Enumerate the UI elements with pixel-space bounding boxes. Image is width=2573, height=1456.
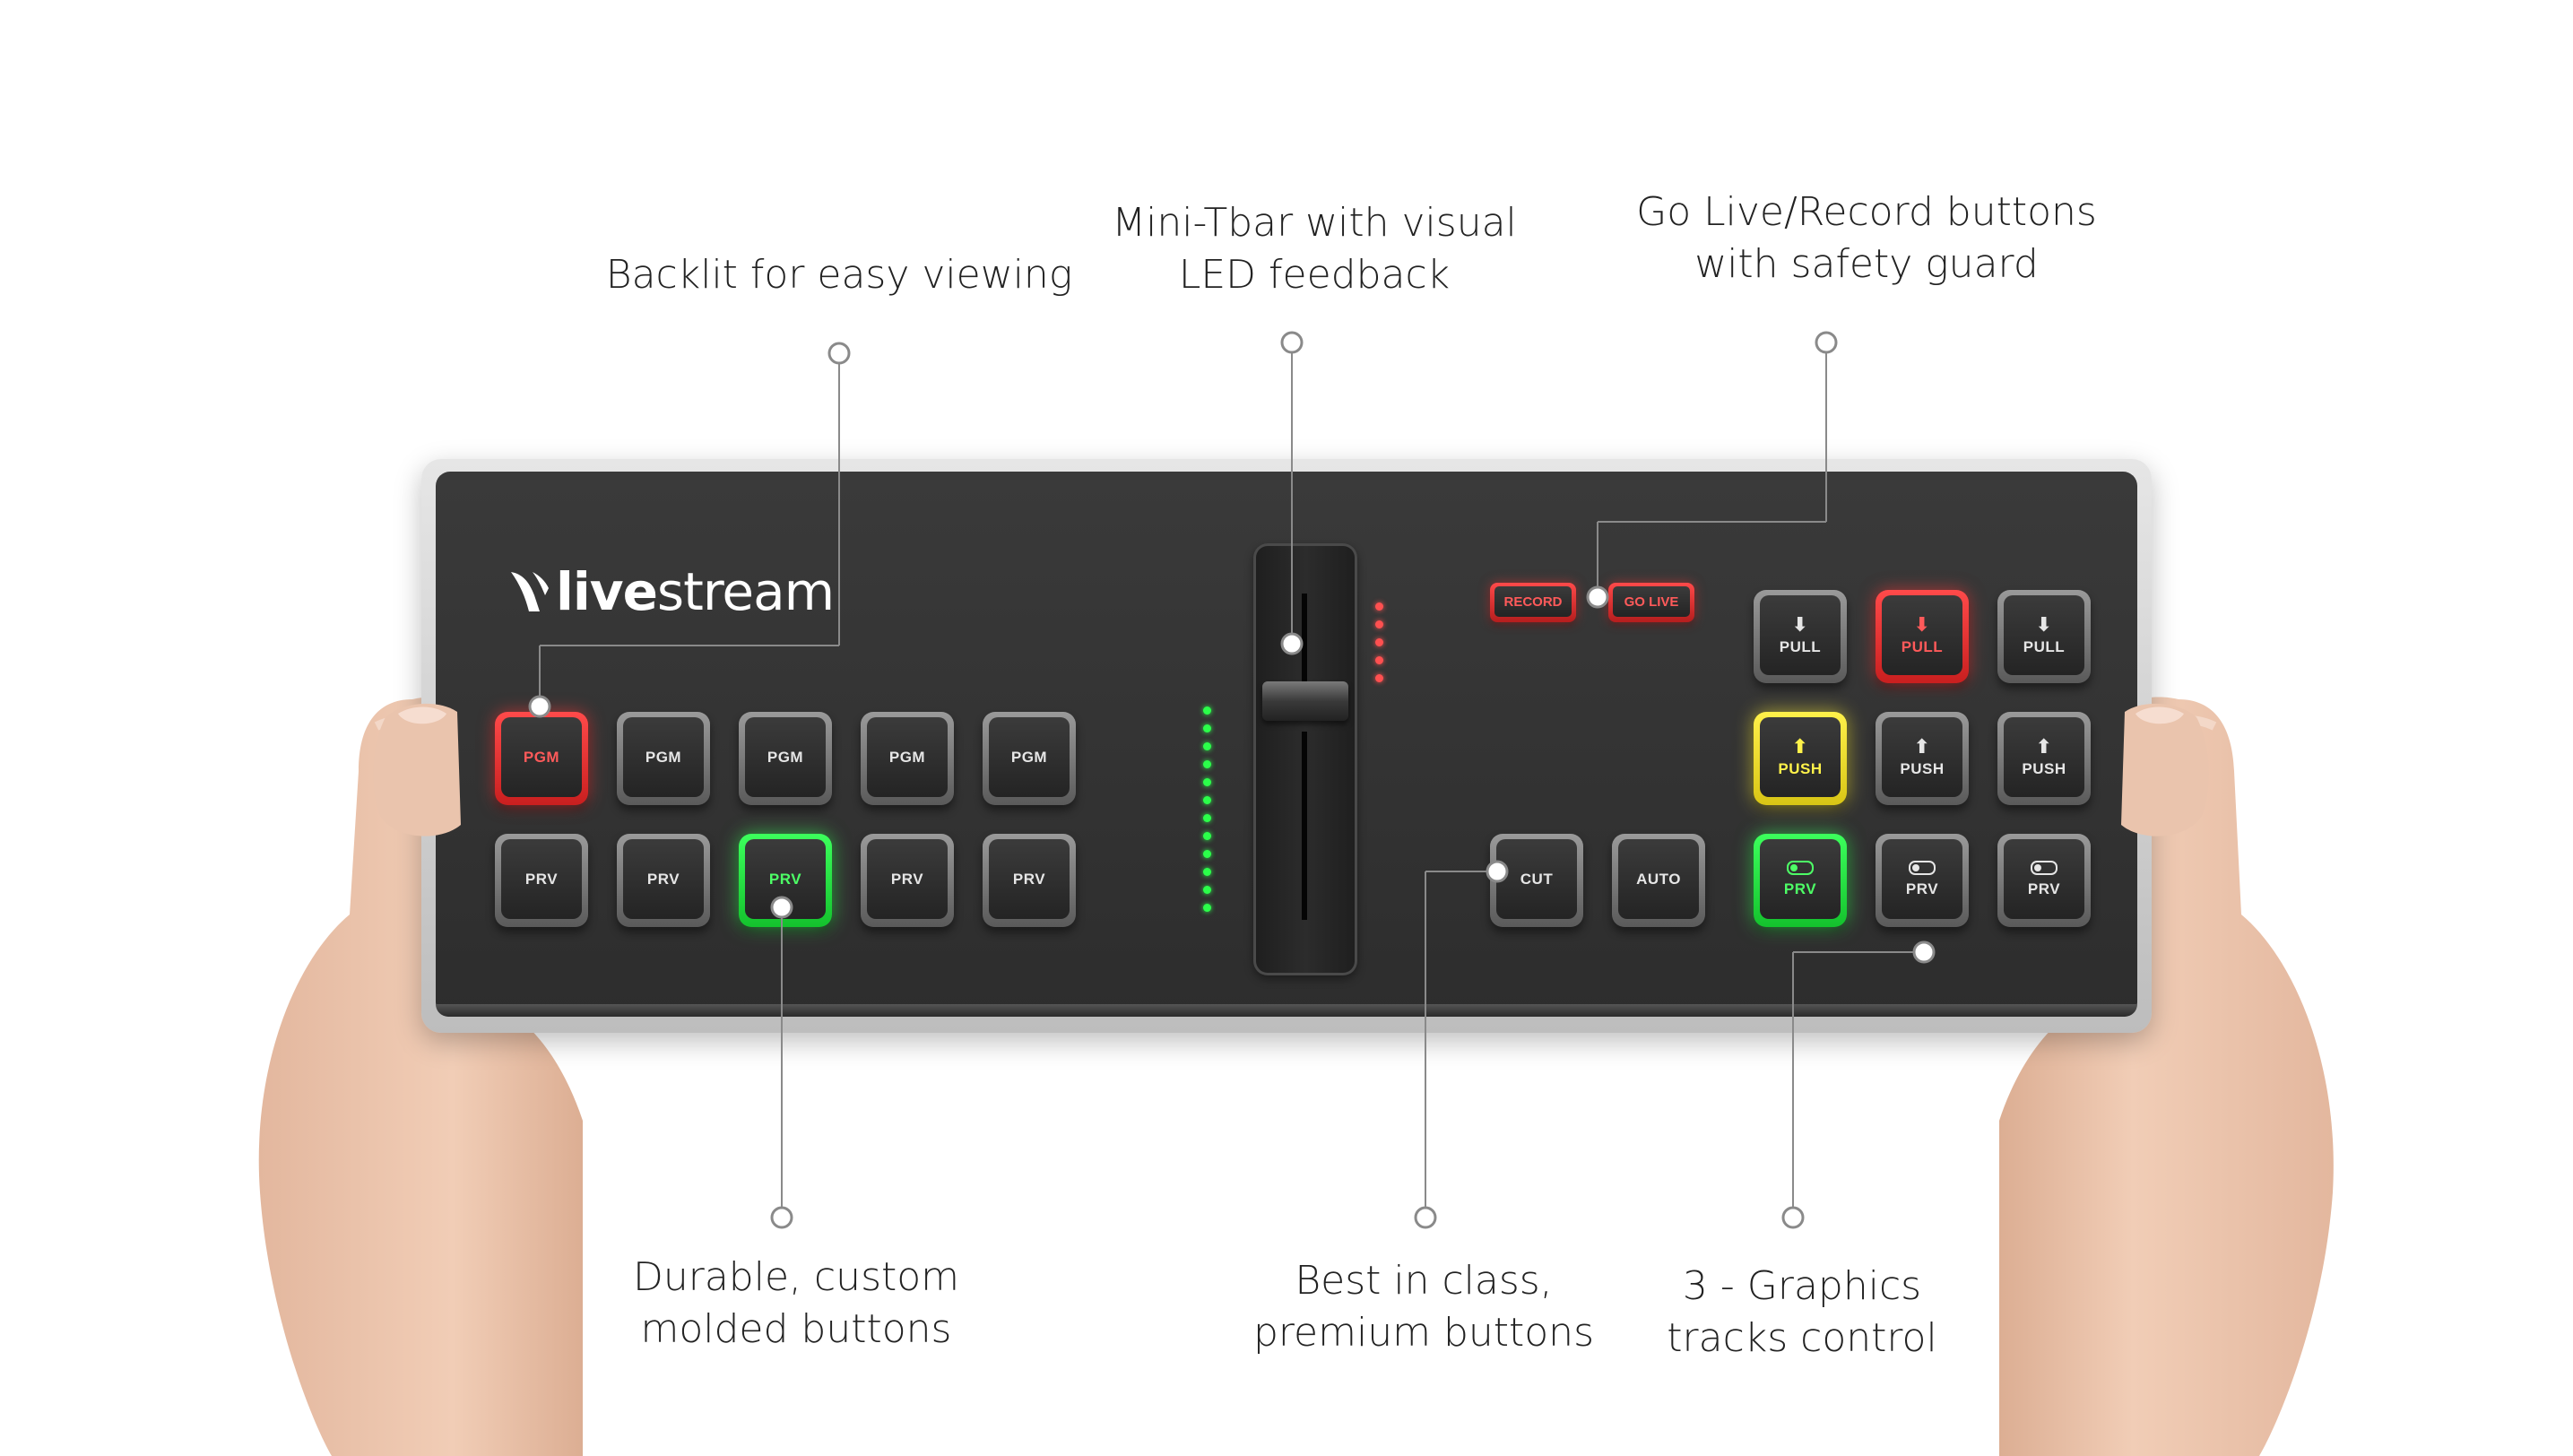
right-thumb	[2121, 703, 2209, 836]
pgm-label: PGM	[523, 748, 560, 766]
toggle-icon	[1787, 860, 1814, 875]
graphics-push-button-1[interactable]: ⬆PUSH	[1754, 712, 1847, 805]
pgm-button-4[interactable]: PGM	[861, 712, 954, 805]
cut-label: CUT	[1520, 870, 1554, 888]
pgm-label: PGM	[645, 748, 682, 766]
arrow-down-icon: ⬇	[2035, 612, 2053, 636]
graphics-prv-button-1[interactable]: PRV	[1754, 834, 1847, 927]
mini-tbar[interactable]	[1253, 543, 1357, 975]
cut-button[interactable]: CUT	[1490, 834, 1583, 927]
arrow-up-icon: ⬆	[1913, 734, 1931, 758]
callout-premium: Best in class, premium buttons	[1253, 1258, 1594, 1356]
prv-button-1[interactable]: PRV	[495, 834, 588, 927]
pgm-button-2[interactable]: PGM	[617, 712, 710, 805]
go-live-button[interactable]: GO LIVE	[1608, 583, 1694, 622]
graphics-pull-button-2[interactable]: ⬇PULL	[1876, 590, 1969, 683]
logo-text-live: live	[556, 561, 658, 622]
toggle-icon	[2031, 860, 2058, 875]
graphics-pull-button-3[interactable]: ⬇PULL	[1997, 590, 2091, 683]
arrow-down-icon: ⬇	[1791, 612, 1809, 636]
graphics-prv-button-3[interactable]: PRV	[1997, 834, 2091, 927]
graphics-prv-button-2[interactable]: PRV	[1876, 834, 1969, 927]
logo-text-stream: stream	[656, 561, 835, 622]
prv-label: PRV	[890, 870, 924, 888]
pgm-label: PGM	[767, 748, 804, 766]
arrow-down-icon: ⬇	[1913, 612, 1931, 636]
pgm-button-3[interactable]: PGM	[739, 712, 832, 805]
prv-button-5[interactable]: PRV	[983, 834, 1076, 927]
prv-label: PRV	[524, 870, 559, 888]
pgm-button-1[interactable]: PGM	[495, 712, 588, 805]
callout-backlit: Backlit for easy viewing	[605, 252, 1073, 298]
prv-button-2[interactable]: PRV	[617, 834, 710, 927]
pgm-label: PGM	[1010, 748, 1048, 766]
graphics-pull-button-1[interactable]: ⬇PULL	[1754, 590, 1847, 683]
prv-button-4[interactable]: PRV	[861, 834, 954, 927]
graphics-push-button-3[interactable]: ⬆PUSH	[1997, 712, 2091, 805]
prv-label: PRV	[1012, 870, 1046, 888]
callout-tbar: Mini-Tbar with visual LED feedback	[1112, 200, 1517, 298]
graphics-push-button-2[interactable]: ⬆PUSH	[1876, 712, 1969, 805]
callout-dot	[827, 342, 851, 365]
left-thumb	[373, 703, 461, 836]
callout-graphics: 3 - Graphics tracks control	[1667, 1263, 1937, 1361]
pgm-button-5[interactable]: PGM	[983, 712, 1076, 805]
pgm-label: PGM	[888, 748, 926, 766]
callout-durable: Durable, custom molded buttons	[632, 1254, 960, 1352]
livestream-mark-icon	[511, 572, 549, 611]
prv-label: PRV	[646, 870, 680, 888]
record-button[interactable]: RECORD	[1490, 583, 1576, 622]
toggle-icon	[1909, 860, 1936, 875]
callout-golive: Go Live/Record buttons with safety guard	[1636, 189, 2097, 287]
callout-dot	[528, 695, 551, 718]
auto-label: AUTO	[1636, 870, 1681, 888]
prv-label: PRV	[768, 870, 802, 888]
arrow-up-icon: ⬆	[1791, 734, 1809, 758]
tbar-lever[interactable]	[1262, 681, 1348, 721]
arrow-up-icon: ⬆	[2035, 734, 2053, 758]
auto-button[interactable]: AUTO	[1612, 834, 1705, 927]
